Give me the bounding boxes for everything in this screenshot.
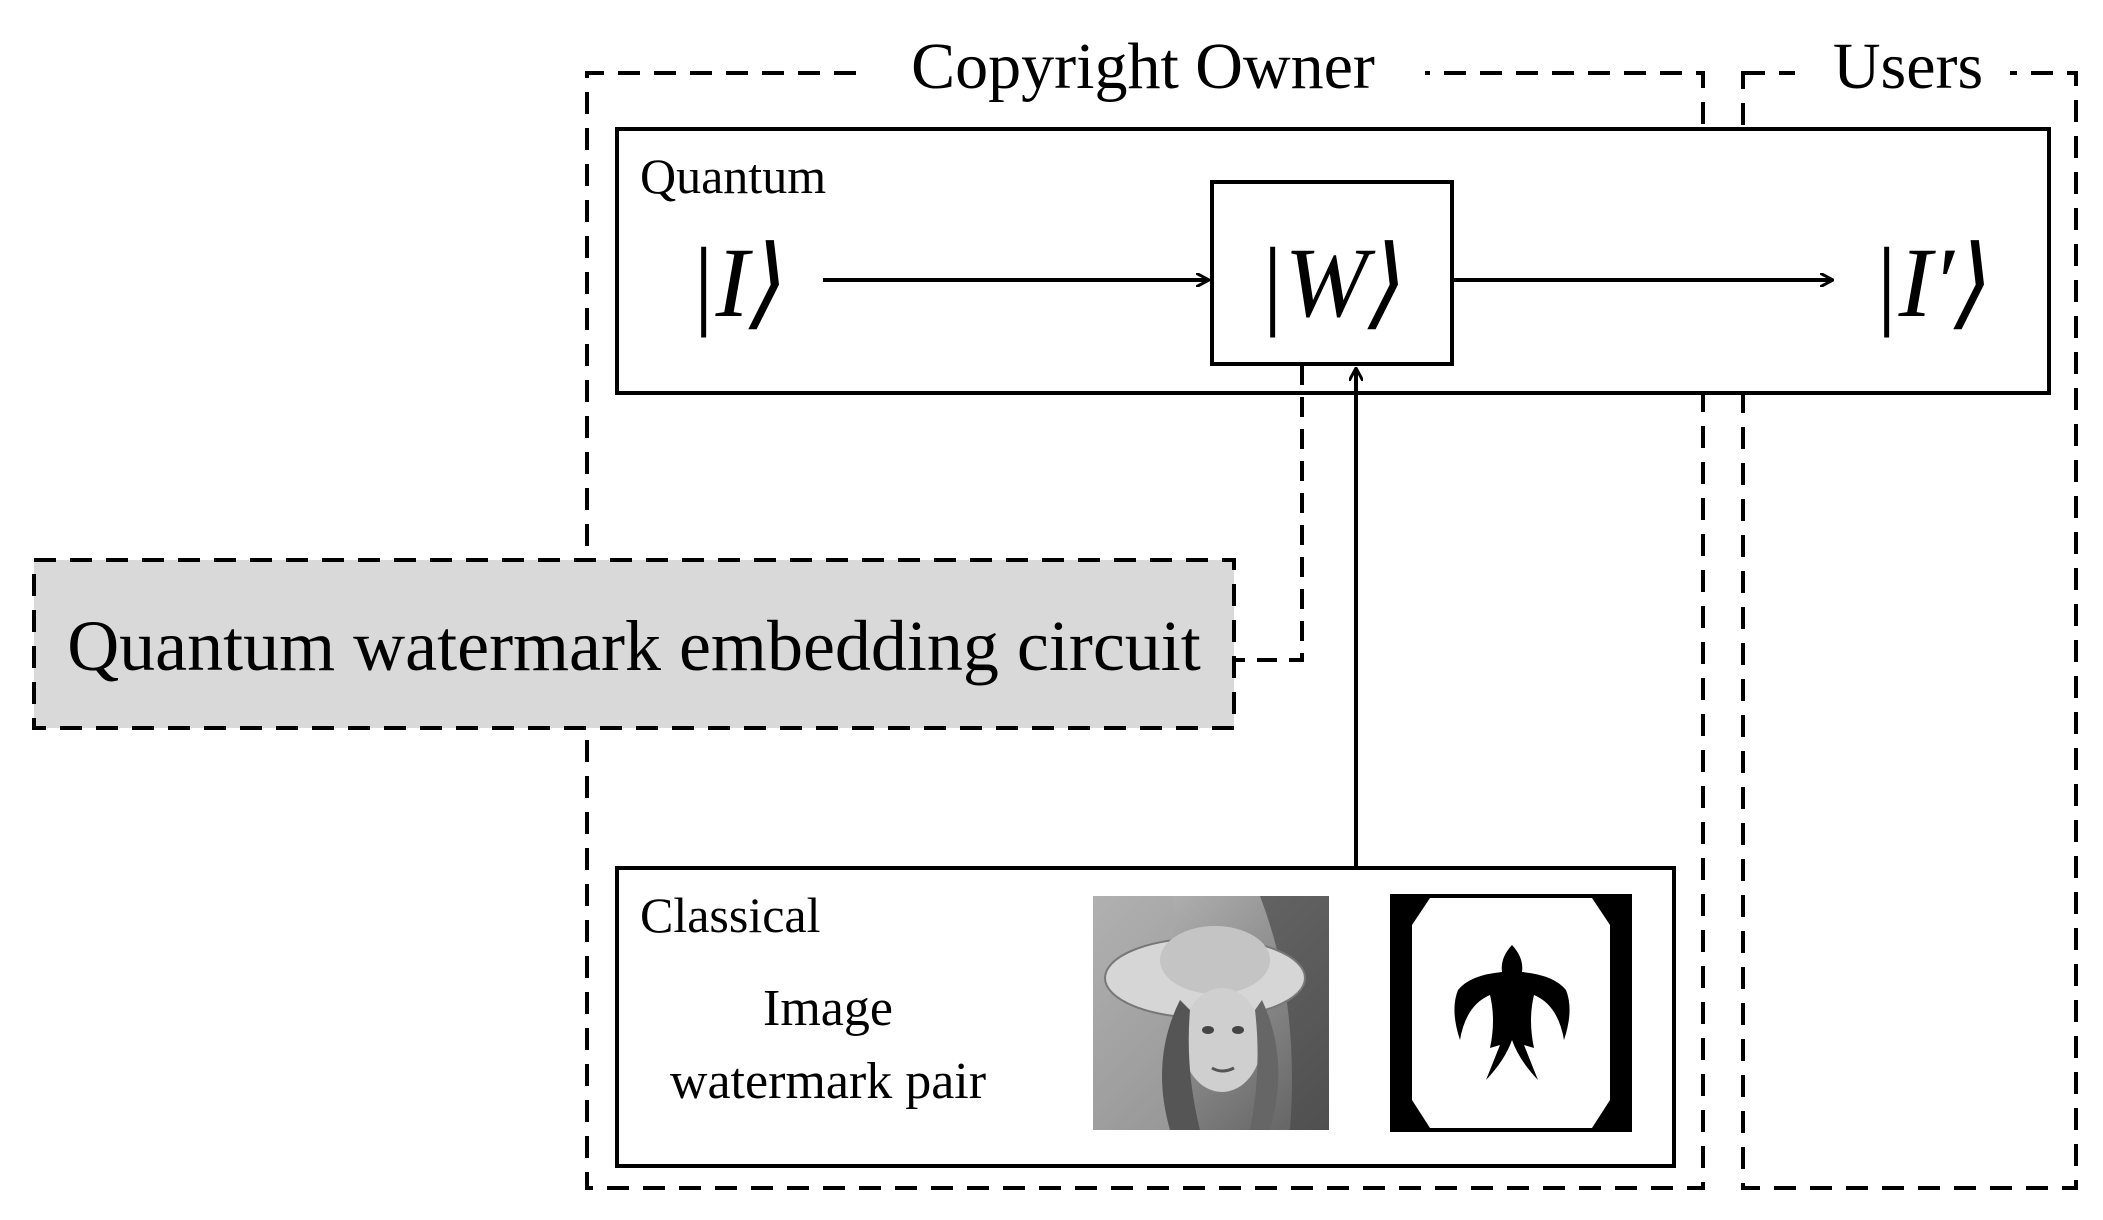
bird-emblem-icon	[1390, 894, 1632, 1132]
copyright-owner-title: Copyright Owner	[911, 30, 1375, 103]
pair-line-1: Image	[763, 980, 893, 1037]
quantum-box: Quantum |I⟩ |W⟩ |I′⟩	[615, 127, 2051, 395]
portrait-photo-icon	[1093, 896, 1329, 1130]
quantum-label: Quantum	[640, 148, 826, 204]
users-title: Users	[1833, 30, 1983, 103]
classical-box: Classical Image watermark pair	[615, 866, 1676, 1168]
output-state: |I′⟩	[1871, 227, 1993, 338]
circuit-box: Quantum watermark embedding circuit	[32, 558, 1236, 730]
pair-line-2: watermark pair	[670, 1053, 986, 1110]
embedding-operator-box	[1210, 180, 1454, 366]
operator-state: |W⟩	[1257, 227, 1407, 338]
input-state: |I⟩	[688, 227, 788, 338]
classical-label: Classical	[640, 887, 821, 943]
users-group: Users	[1741, 20, 2078, 1190]
circuit-label: Quantum watermark embedding circuit	[67, 606, 1201, 686]
circuit-connector	[1236, 365, 1304, 662]
copyright-owner-group: Copyright Owner	[585, 20, 1705, 1190]
